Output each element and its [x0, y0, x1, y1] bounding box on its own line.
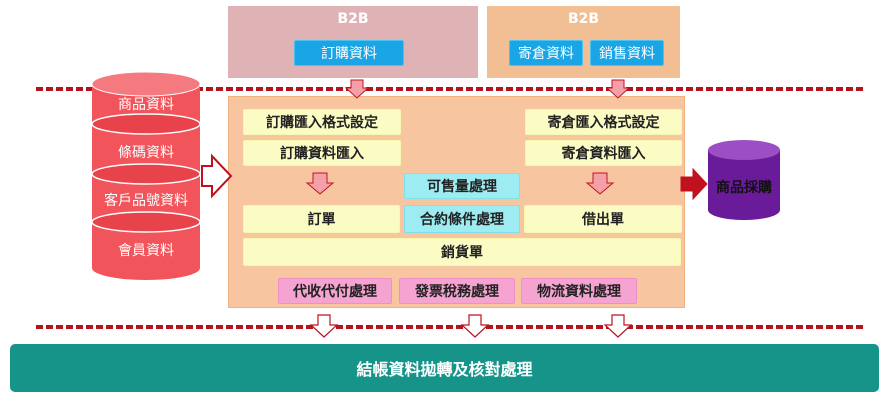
sales-delivery-box: 銷貨單 [243, 238, 681, 266]
purchase-cylinder [708, 140, 780, 220]
barcode-data-segment: 條碼資料 [118, 145, 174, 161]
right-arrow-icon [201, 153, 233, 199]
right-arrow-icon [680, 167, 708, 201]
member-data-segment: 會員資料 [118, 243, 174, 259]
consign-import-format-box: 寄倉匯入格式設定 [525, 109, 682, 135]
consign-data-button[interactable]: 寄倉資料 [509, 40, 583, 66]
down-arrow-icon [305, 172, 335, 195]
invoice-tax-box: 發票稅務處理 [399, 278, 515, 304]
down-arrow-icon [309, 314, 339, 338]
contract-terms-box: 合約條件處理 [404, 205, 520, 233]
collection-payment-box: 代收代付處理 [278, 278, 392, 304]
down-arrow-icon [344, 79, 370, 99]
product-data-segment: 商品資料 [118, 97, 174, 113]
sales-data-button[interactable]: 銷售資料 [590, 40, 664, 66]
down-arrow-icon [585, 172, 615, 195]
order-data-import-box: 訂購資料匯入 [243, 140, 401, 166]
upper-dashed-divider [36, 87, 864, 91]
order-import-format-box: 訂購匯入格式設定 [243, 109, 401, 135]
loan-out-box: 借出單 [524, 205, 682, 233]
b2b-consign-panel-title: B2B [567, 11, 600, 27]
purchase-label: 商品採購 [716, 180, 772, 196]
down-arrow-icon [603, 314, 633, 338]
logistics-data-box: 物流資料處理 [521, 278, 637, 304]
down-arrow-icon [460, 314, 490, 338]
consign-data-import-box: 寄倉資料匯入 [525, 140, 682, 166]
lower-dashed-divider [36, 325, 864, 329]
b2b-order-panel-title: B2B [337, 11, 369, 27]
order-data-button[interactable]: 訂購資料 [294, 40, 404, 66]
order-box: 訂單 [243, 205, 400, 233]
sellable-qty-box: 可售量處理 [404, 173, 520, 199]
settlement-bar: 結帳資料拋轉及核對處理 [10, 344, 879, 392]
master-data-cylinder [91, 71, 201, 280]
customer-item-data-segment: 客戶品號資料 [104, 193, 188, 209]
down-arrow-icon [605, 79, 631, 99]
